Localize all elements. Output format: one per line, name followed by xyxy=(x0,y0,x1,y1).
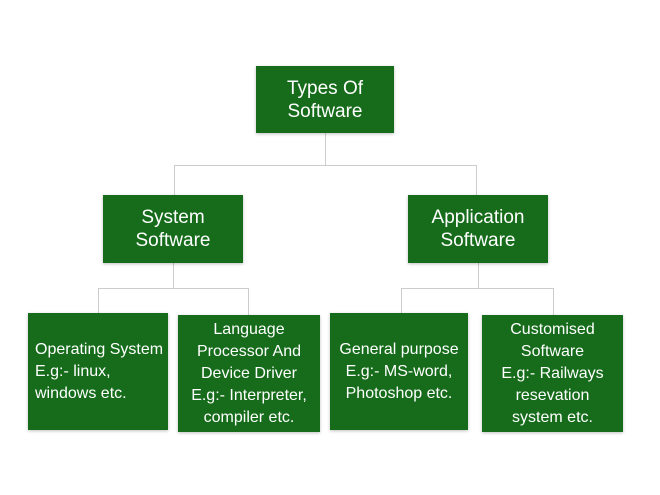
node-language-processor: Language Processor And Device Driver E.g… xyxy=(178,315,320,432)
node-application-software: Application Software xyxy=(408,195,548,263)
node-general-purpose: General purpose E.g:- MS-word, Photoshop… xyxy=(330,313,468,430)
node-operating-system-label: Operating System E.g:- linux, windows et… xyxy=(35,340,164,402)
node-customised-software: Customised Software E.g:- Railways resev… xyxy=(482,315,623,432)
node-system-software: System Software xyxy=(103,195,243,263)
node-system-software-label: System Software xyxy=(135,207,211,251)
node-customised-software-label: Customised Software E.g:- Railways resev… xyxy=(501,320,604,426)
connector-to-operating xyxy=(98,288,99,313)
node-types-of-software-label: Types Of Software xyxy=(286,77,364,122)
connector-to-system xyxy=(174,165,175,195)
node-general-purpose-label: General purpose E.g:- MS-word, Photoshop… xyxy=(339,340,459,402)
connector-root-stem xyxy=(325,133,326,165)
node-types-of-software: Types Of Software xyxy=(256,66,394,133)
connector-system-crossbar xyxy=(98,288,249,289)
node-operating-system: Operating System E.g:- linux, windows et… xyxy=(28,313,168,430)
node-language-processor-label: Language Processor And Device Driver E.g… xyxy=(191,320,307,426)
node-application-software-label: Application Software xyxy=(431,207,525,251)
connector-to-language xyxy=(248,288,249,315)
connector-application-crossbar xyxy=(401,288,554,289)
connector-to-general xyxy=(401,288,402,313)
connector-level1-crossbar xyxy=(174,165,477,166)
connector-to-application xyxy=(476,165,477,195)
connector-system-stem xyxy=(173,263,174,288)
connector-to-customised xyxy=(553,288,554,315)
connector-application-stem xyxy=(478,263,479,288)
